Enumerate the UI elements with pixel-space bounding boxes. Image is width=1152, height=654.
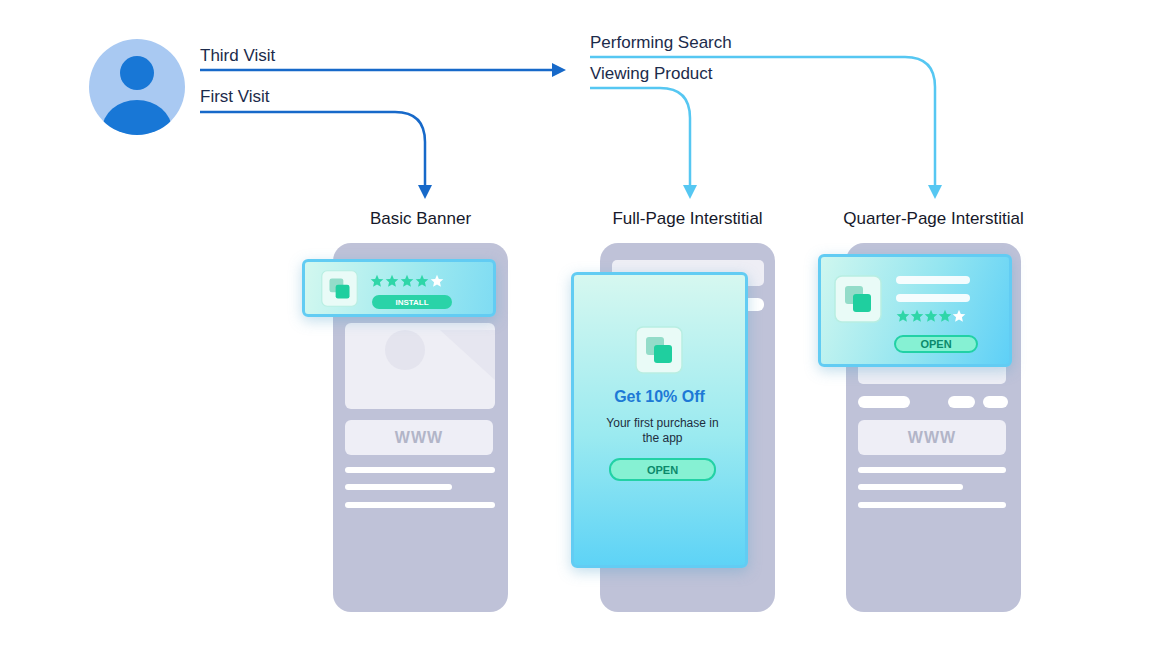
flow-label: First Visit [200,87,270,107]
open-button: OPEN [609,458,716,481]
url-box: WWW [858,420,1006,455]
arrow-head [928,185,942,199]
install-button: INSTALL [372,295,452,309]
flow-arrow [590,57,935,186]
url-text: WWW [395,429,443,447]
flow-arrow [200,69,553,72]
text-line [345,484,452,490]
text-line [858,467,1006,473]
avatar-head [120,56,154,90]
text-line [345,467,495,473]
offer-title: Get 10% Off [574,388,745,406]
flow-label: Third Visit [200,46,275,66]
page-pill [983,396,1008,408]
url-text: WWW [908,429,956,447]
phone-heading: Quarter-Page Interstitial [843,209,1023,229]
image-shape [440,330,495,380]
phone-mockup: Full-Page InterstitialGet 10% OffYour fi… [600,243,775,612]
flow-label: Viewing Product [590,64,713,84]
image-placeholder [345,323,495,409]
text-line [345,502,495,508]
app-promo-card: Get 10% OffYour first purchase in the ap… [571,272,748,568]
arrow-head [683,185,697,199]
phone-mockup: Quarter-Page InterstitialOPENWWW [846,243,1021,612]
app-promo-card: INSTALL [302,259,496,317]
page-pill [858,396,910,408]
text-line [858,484,963,490]
flow-arrow [590,88,690,186]
open-button: OPEN [894,335,978,353]
arrow-head [418,185,432,199]
avatar-body [102,100,172,160]
arrow-head [552,63,566,77]
text-line [858,502,1006,508]
flow-arrow [200,112,425,186]
phone-heading: Basic Banner [370,209,471,229]
image-shape [385,330,425,370]
page-pill [948,396,975,408]
app-promo-card: OPEN [818,254,1012,367]
phone-heading: Full-Page Interstitial [612,209,762,229]
url-box: WWW [345,420,493,455]
phone-mockup: Basic BannerINSTALLWWW [333,243,508,612]
flow-label: Performing Search [590,33,732,53]
offer-body: Your first purchase in the app [602,416,723,446]
